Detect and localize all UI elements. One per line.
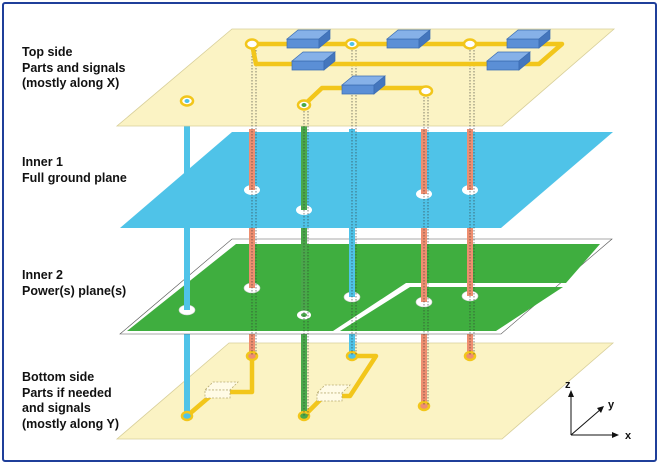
via-pad [297,410,311,422]
bottom-part [204,381,239,391]
label-line: and signals [22,401,91,415]
label-line: (mostly along X) [22,76,120,90]
bottom-part [316,392,343,402]
pcb-stackup-diagram: z y x [115,28,632,442]
via-pad [418,85,434,97]
via-pad [180,410,194,422]
inner-1-ground-plane [120,132,613,228]
top-part [286,29,331,49]
label-inner-1: Inner 1 Full ground plane [22,155,127,186]
bottom-side-layer [115,342,615,440]
top-part [341,75,386,95]
label-line: Parts if needed [22,385,112,400]
bottom-traces [185,353,379,418]
label-top-side: Top side Parts and signals (mostly along… [22,45,126,92]
x-axis-arrow [612,432,619,438]
bottom-part [316,384,351,394]
power-plane-right [340,287,563,331]
z-axis-label: z [565,379,571,391]
top-part [506,29,551,49]
label-line: Full ground plane [22,170,127,185]
label-line: Top side [22,45,73,59]
bottom-part [204,389,231,399]
bottom-parts [204,381,351,402]
inner-2-layer [119,238,613,335]
bottom-trace [302,353,379,418]
top-traces [249,41,565,107]
top-part [486,51,531,71]
top-parts [286,29,551,95]
via-pad [345,350,359,362]
label-inner-2: Inner 2 Power(s) plane(s) [22,268,126,299]
label-line: Parts and signals [22,60,126,75]
power-plane-left [127,244,600,331]
y-axis-label: y [608,399,615,411]
via-pad [245,350,259,362]
top-part [291,51,336,71]
via-core [301,103,307,107]
bottom-trace [185,355,255,418]
via-core [184,99,190,103]
label-line: Bottom side [22,370,95,384]
via-pad [462,38,478,50]
top-part [386,29,431,49]
label-line: Power(s) plane(s) [22,283,127,298]
via-guide-lines [251,44,475,416]
top-trace [249,41,565,67]
z-axis-arrow [568,390,574,397]
label-bottom-side: Bottom side Parts if needed and signals … [22,370,119,432]
x-axis-label: x [625,430,632,442]
via-pad [244,38,260,50]
bottom-via-pads [180,350,477,422]
via-pad [463,350,477,362]
label-line: (mostly along Y) [22,416,120,431]
top-trace [302,85,428,107]
label-line: Inner 1 [22,155,63,169]
via-pad [417,400,431,412]
y-axis-arrow [597,406,604,413]
via-core [349,42,355,46]
axes-indicator [568,390,619,438]
y-axis [570,408,602,436]
label-line: Inner 2 [22,268,63,282]
top-via-cores [184,42,355,107]
